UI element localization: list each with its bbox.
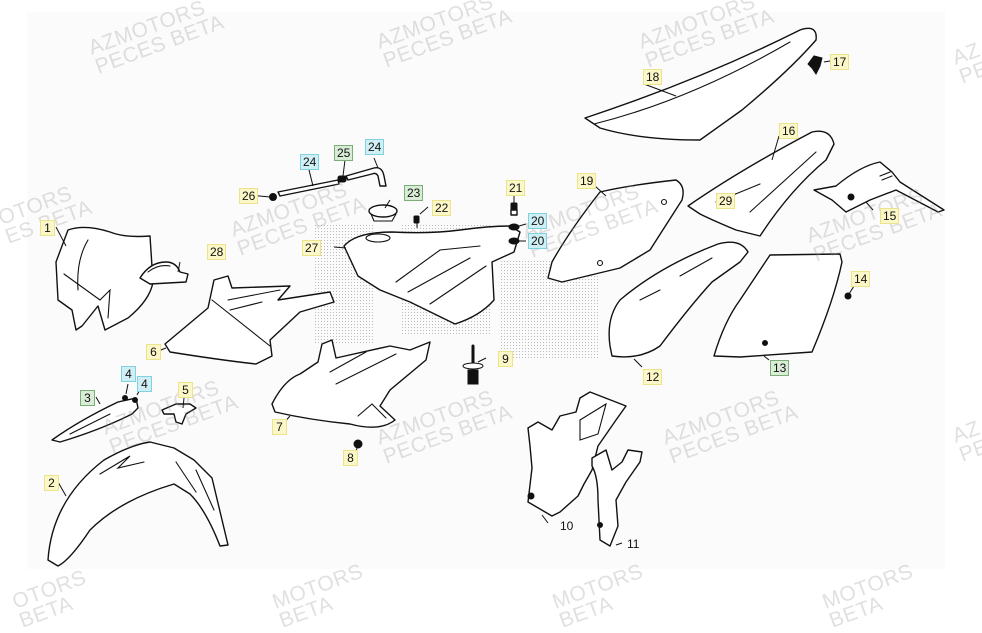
part-label-20[interactable]: 20 [528, 233, 548, 249]
part-label-14[interactable]: 14 [851, 271, 871, 287]
part-label-13[interactable]: 13 [770, 360, 790, 376]
part-28-strap[interactable] [139, 261, 189, 285]
part-label-23[interactable]: 23 [404, 185, 424, 201]
diagram-artwork [47, 27, 945, 567]
part-7-radiator-shroud[interactable] [271, 339, 431, 428]
part-label-24[interactable]: 24 [300, 154, 320, 170]
part-label-3[interactable]: 3 [80, 390, 95, 406]
part-18-seat[interactable] [584, 27, 817, 141]
part-label-28[interactable]: 28 [207, 244, 227, 260]
part-5-bracket[interactable] [161, 403, 197, 425]
part-16-rear-tail-section[interactable] [687, 130, 835, 237]
part-20-washer[interactable] [508, 223, 520, 231]
part-label-11[interactable]: 11 [627, 537, 640, 551]
part-22-screw[interactable] [413, 215, 420, 228]
part-15-license-plate-holder[interactable] [813, 161, 945, 213]
part-21-bolt[interactable] [510, 202, 518, 216]
part-label-27[interactable]: 27 [302, 240, 322, 256]
part-20-washer[interactable] [508, 237, 520, 245]
part-1-headlight-mask[interactable] [55, 226, 154, 331]
part-27-fuel-tank[interactable] [343, 225, 521, 325]
part-label-4[interactable]: 4 [137, 376, 152, 392]
part-label-17[interactable]: 17 [830, 54, 850, 70]
part-label-29[interactable]: 29 [716, 193, 736, 209]
part-label-10[interactable]: 10 [560, 519, 574, 533]
part-label-15[interactable]: 15 [880, 208, 900, 224]
part-9-fuel-tap[interactable] [462, 344, 484, 385]
part-label-12[interactable]: 12 [643, 369, 663, 385]
part-label-18[interactable]: 18 [643, 69, 663, 85]
part-label-1[interactable]: 1 [40, 220, 55, 236]
part-label-7[interactable]: 7 [272, 419, 287, 435]
part-25-valve[interactable] [337, 175, 347, 183]
part-4-screw[interactable] [122, 395, 128, 401]
part-23-fuel-cap[interactable] [368, 204, 398, 222]
part-11-frame-guard[interactable] [591, 449, 643, 547]
part-13-side-panel[interactable] [713, 253, 843, 358]
part-label-25[interactable]: 25 [334, 145, 354, 161]
part-12-rear-fender[interactable] [608, 241, 749, 358]
part-19-side-panel[interactable] [547, 179, 684, 283]
part-label-22[interactable]: 22 [432, 200, 452, 216]
part-label-6[interactable]: 6 [146, 344, 161, 360]
part-label-16[interactable]: 16 [779, 123, 799, 139]
part-label-5[interactable]: 5 [178, 382, 193, 398]
part-label-20[interactable]: 20 [528, 213, 548, 229]
part-label-9[interactable]: 9 [498, 351, 513, 367]
part-17-seat-clip[interactable] [807, 55, 823, 75]
part-26-end-cap[interactable] [269, 193, 277, 201]
part-24-breather-hose-elbow[interactable] [345, 166, 387, 187]
part-6-radiator-shroud[interactable] [164, 275, 335, 365]
part-label-21[interactable]: 21 [506, 180, 526, 196]
part-3-fork-guard[interactable] [51, 397, 139, 443]
part-4-screw[interactable] [132, 397, 138, 403]
part-14-screw[interactable] [844, 292, 852, 300]
part-24-breather-hose[interactable] [277, 179, 340, 197]
part-label-4[interactable]: 4 [121, 366, 136, 382]
part-2-front-fender[interactable] [47, 441, 229, 567]
part-10-frame-guard[interactable] [527, 391, 627, 517]
part-label-8[interactable]: 8 [343, 450, 358, 466]
part-label-19[interactable]: 19 [577, 173, 597, 189]
part-label-24[interactable]: 24 [365, 139, 385, 155]
part-label-2[interactable]: 2 [44, 475, 59, 491]
part-label-26[interactable]: 26 [239, 188, 259, 204]
